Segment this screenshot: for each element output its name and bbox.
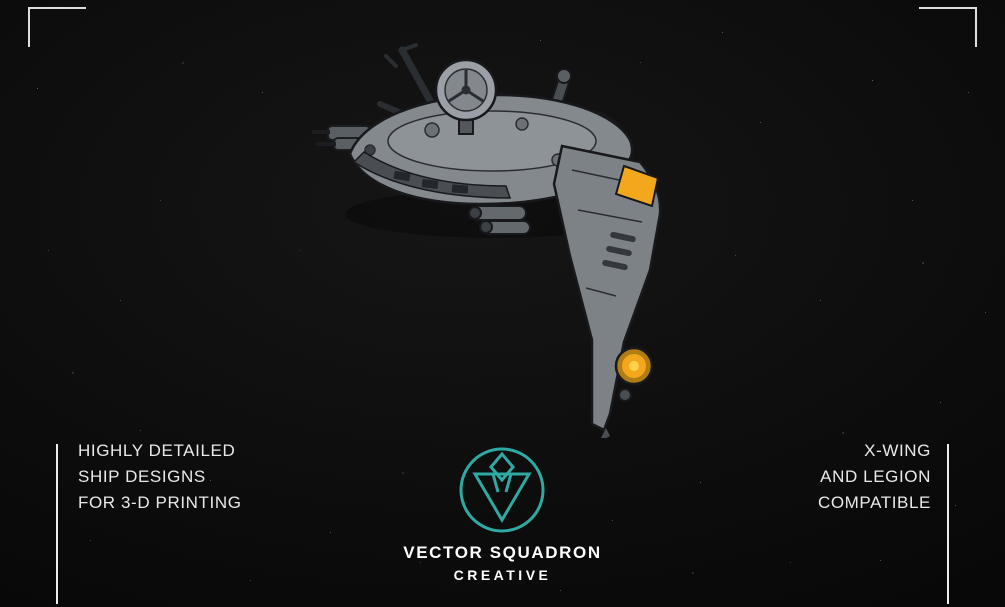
emblem-monogram (472, 451, 532, 523)
wing-vents (602, 231, 636, 271)
underside-pods (468, 205, 531, 235)
left-tagline-line-1: HIGHLY DETAILED (78, 441, 236, 460)
cockpit-band (352, 151, 512, 199)
vector-squadron-emblem-icon (459, 447, 545, 533)
left-tagline: HIGHLY DETAILED SHIP DESIGNS FOR 3-D PRI… (78, 438, 242, 516)
wing-accent-panel (614, 164, 660, 208)
right-vertical-rule (947, 444, 949, 604)
left-vertical-rule (56, 444, 58, 604)
brand-subtitle: CREATIVE (453, 567, 552, 583)
right-tagline-line-3: COMPATIBLE (817, 493, 931, 512)
rear-turret-icon (548, 68, 572, 111)
cockpit-windows (393, 170, 469, 194)
right-tagline: X-WING AND LEGION COMPATIBLE (818, 438, 931, 516)
right-tagline-line-2: AND LEGION (820, 467, 931, 486)
left-tagline-line-2: SHIP DESIGNS (78, 467, 206, 486)
right-tagline-line-1: X-WING (864, 441, 931, 460)
starfield-layer-2 (0, 0, 2, 2)
top-deck (387, 110, 597, 172)
sensor-dish-icon (434, 58, 498, 135)
left-tagline-line-3: FOR 3-D PRINTING (78, 493, 242, 512)
corner-bracket-top-left (28, 7, 86, 47)
wing (552, 144, 662, 432)
brand-block: VECTOR SQUADRON CREATIVE (0, 543, 1005, 583)
corner-bracket-top-right (919, 7, 977, 47)
engine-pod-icon (601, 346, 654, 438)
starship-illustration (312, 43, 662, 438)
brand-title: VECTOR SQUADRON (403, 543, 602, 562)
